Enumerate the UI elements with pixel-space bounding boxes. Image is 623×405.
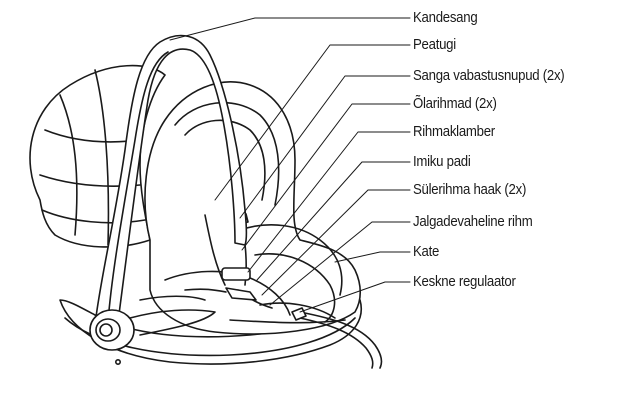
- strap-clip: [222, 268, 250, 280]
- label-sanga-vabastusnupud: Sanga vabastusnupud (2x): [413, 67, 585, 85]
- hub-screw: [116, 360, 120, 364]
- label-kate: Kate: [413, 243, 443, 261]
- label-olarihmad: Õlarihmad (2x): [413, 95, 508, 113]
- label-peatugi: Peatugi: [413, 36, 462, 54]
- label-kandesang: Kandesang: [413, 9, 486, 27]
- label-rihmaklamber: Rihmaklamber: [413, 123, 506, 141]
- label-jalgadevaheline-rihm: Jalgadevaheline rihm: [413, 213, 549, 231]
- label-keskne-regulaator: Keskne regulaator: [413, 273, 530, 291]
- label-imiku-padi: Imiku padi: [413, 153, 478, 171]
- label-sulerihma-haak: Sülerihma haak (2x): [413, 181, 542, 199]
